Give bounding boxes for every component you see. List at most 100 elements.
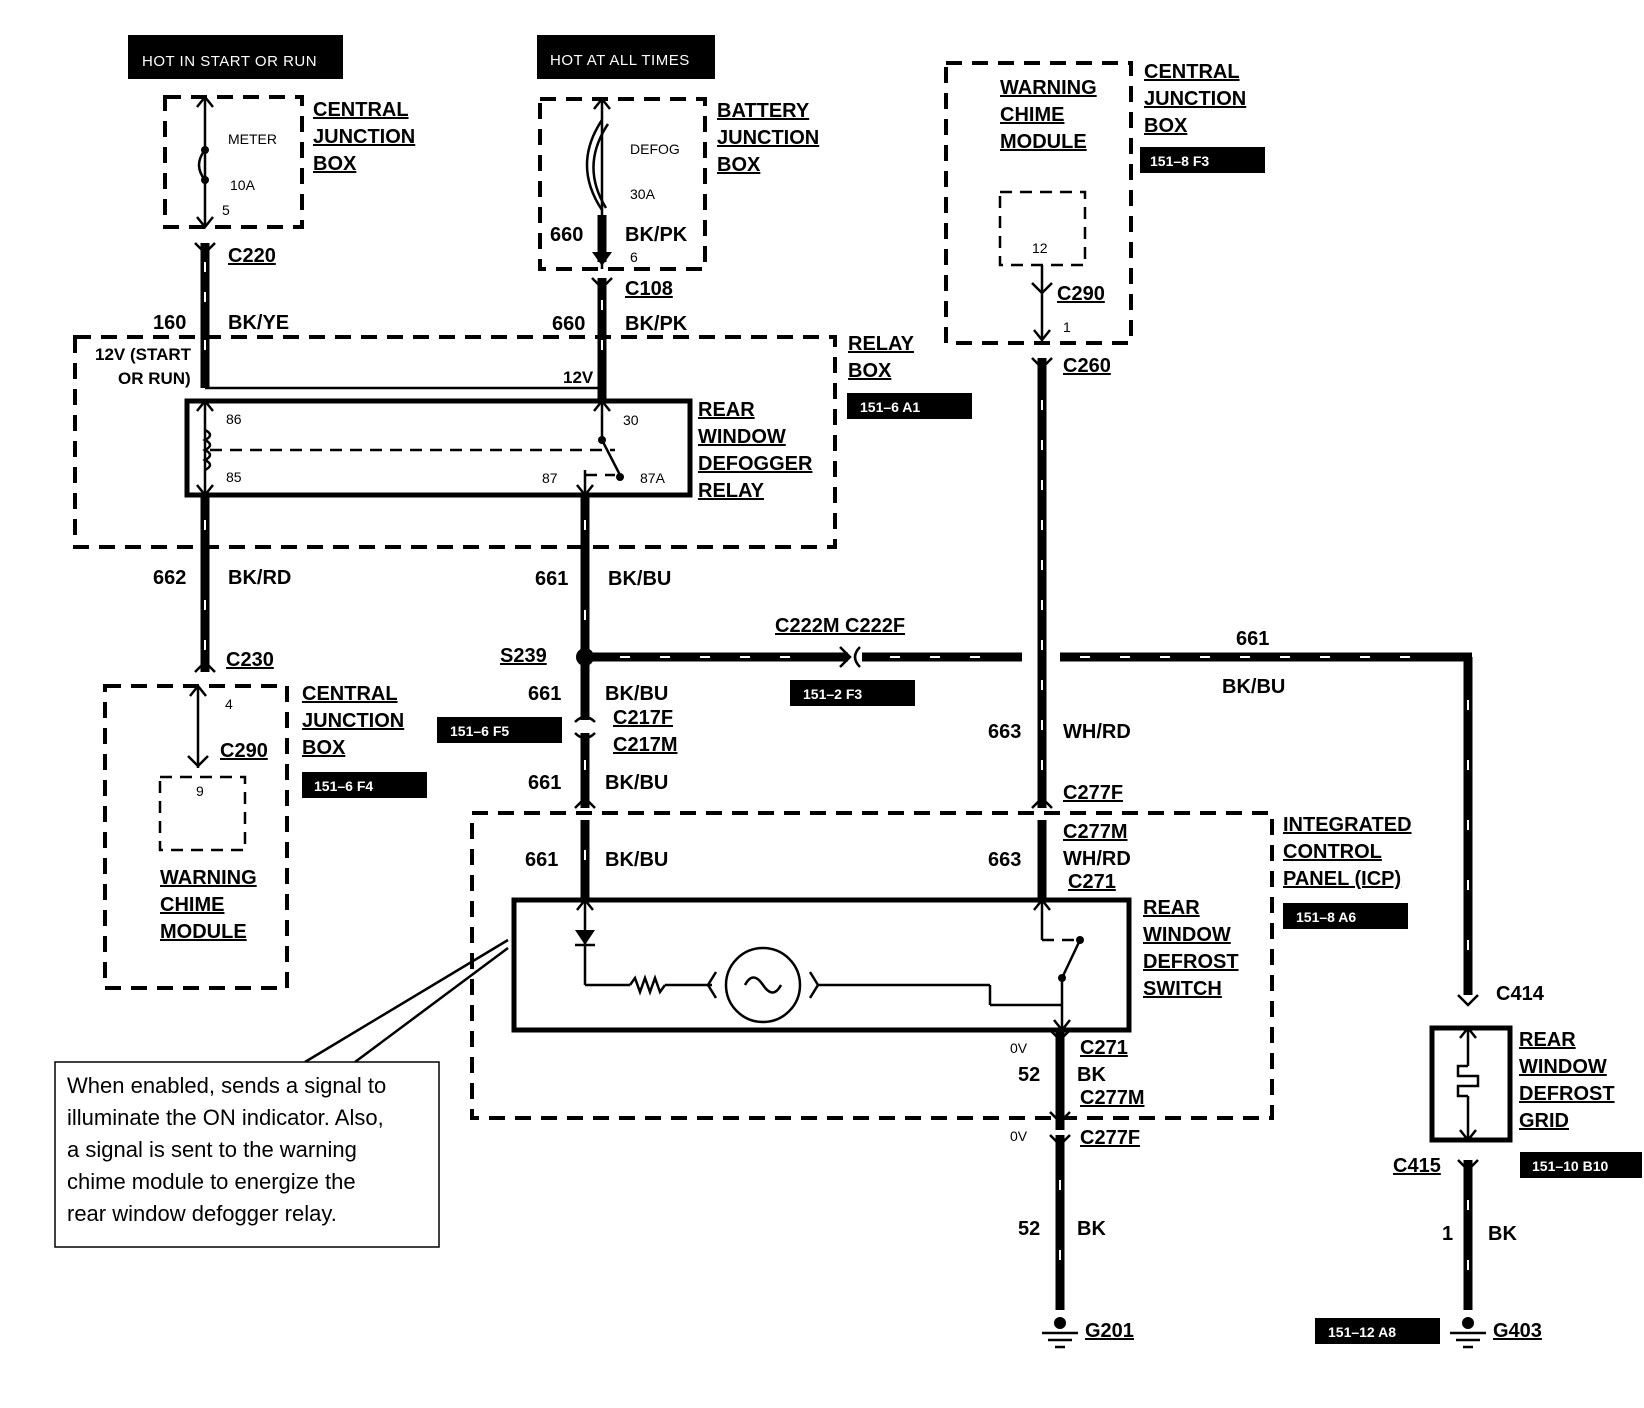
bjb-circuit: 660 (550, 224, 583, 246)
ref-grid: 151–10 B10 (1532, 1158, 1609, 1174)
defog-fuse-name: DEFOG (630, 141, 680, 157)
pin-label: 5 (222, 202, 230, 218)
note-callout: When enabled, sends a signal to illumina… (54, 938, 509, 1248)
wcm-left-ref: 151–6 F4 (314, 778, 373, 794)
note-line-2: illuminate the ON indicator. Also, (67, 1105, 384, 1130)
defrost-switch-icon (1060, 939, 1082, 979)
ref-ground: 151–12 A8 (1328, 1324, 1396, 1340)
relay-pin-85: 85 (226, 469, 242, 485)
bjb-pin: 6 (630, 249, 638, 265)
fuse-name: METER (228, 131, 277, 147)
conn-c277m-top: C277M (1063, 821, 1127, 843)
wire-661-a-label: 661 (535, 568, 568, 590)
wire-52-a-color: BK (1077, 1064, 1106, 1086)
defog-fuse-rating: 30A (630, 186, 656, 202)
wcm-left-title-2: CHIME (160, 894, 224, 916)
conn-c108: C108 (625, 278, 673, 300)
warning-chime-module-left: 4 C290 9 WARNING CHIME MODULE CENTRAL JU… (103, 683, 427, 990)
fuse-rating: 10A (230, 177, 256, 193)
wire-661-c-label: 661 (528, 772, 561, 794)
grid-title-4: GRID (1519, 1110, 1569, 1132)
conn-c217m: C217M (613, 734, 677, 756)
relay-box: 12V (START OR RUN) 12V RELAY BOX 151–6 A… (73, 333, 972, 549)
relay-pin-87: 87 (542, 470, 558, 486)
wire-661-right-color: BK/BU (1222, 676, 1285, 698)
wire-662-color: BK/RD (228, 567, 291, 589)
wire-52-b-color: BK (1077, 1218, 1106, 1240)
wire-661-d-color: BK/BU (605, 849, 668, 871)
wcm-top-connector-pin: 1 (1063, 319, 1071, 335)
conn-c222: C222M C222F (775, 615, 905, 637)
wires (194, 242, 1479, 1310)
wcm-left-title-3: MODULE (160, 921, 247, 943)
wire-160-label: 160 (153, 312, 186, 334)
relay-title-2: WINDOW (698, 426, 786, 448)
wire-661-a-color: BK/BU (608, 568, 671, 590)
header-hot-all-times-text: HOT AT ALL TIMES (550, 52, 690, 69)
grid-title-3: DEFROST (1519, 1083, 1615, 1105)
cjb-top-title-1: CENTRAL (313, 99, 409, 121)
wcm-top-connector: C290 (1057, 283, 1105, 305)
wire-52-a-label: 52 (1018, 1064, 1040, 1086)
grid-title-2: WINDOW (1519, 1056, 1607, 1078)
wcm-top-pin: 12 (1032, 240, 1048, 256)
wcm-cjb-title-2: JUNCTION (1144, 88, 1246, 110)
heating-element-icon (1456, 1064, 1480, 1098)
bjb-color: BK/PK (625, 224, 688, 246)
conn-c260: C260 (1063, 355, 1111, 377)
relay-pin-87a: 87A (640, 470, 666, 486)
wire-663-a-label: 663 (988, 721, 1021, 743)
cjb-top-title-2: JUNCTION (313, 126, 415, 148)
conn-c271-top: C271 (1068, 871, 1116, 893)
wcm-top-title-1: WARNING (1000, 77, 1097, 99)
wcm-top-title-3: MODULE (1000, 131, 1087, 153)
relay-title-4: RELAY (698, 480, 765, 502)
conn-c277f-bot: C277F (1080, 1127, 1140, 1149)
ground-g201-label: G201 (1085, 1320, 1134, 1342)
note-line-3: a signal is sent to the warning (67, 1137, 357, 1162)
wire-661-b-color: BK/BU (605, 683, 668, 705)
splice-s239-label: S239 (500, 645, 547, 667)
note-line-1: When enabled, sends a signal to (67, 1073, 386, 1098)
wire-660-color: BK/PK (625, 313, 688, 335)
bjb-title-1: BATTERY (717, 100, 810, 122)
relay-pin-30: 30 (623, 412, 639, 428)
relay-box-ref-tag: 151–6 A1 (860, 399, 920, 415)
conn-c415: C415 (1393, 1155, 1441, 1177)
icp-title-1: INTEGRATED (1283, 814, 1412, 836)
rear-window-defrost-grid: REAR WINDOW DEFROST GRID (1429, 1025, 1615, 1143)
relay-box-title-1: RELAY (848, 333, 915, 355)
conn-c217f: C217F (613, 707, 673, 729)
relay-box-title-2: BOX (848, 360, 892, 382)
wire-663-a-color: WH/RD (1063, 721, 1131, 743)
wire-661-c-color: BK/BU (605, 772, 668, 794)
indicator-lamp-icon (724, 946, 802, 1024)
ground-g201: G201 (1042, 1317, 1134, 1349)
icp-title-2: CONTROL (1283, 841, 1382, 863)
relay-12v-right: 12V (563, 368, 594, 387)
wire-660-label: 660 (552, 313, 585, 335)
switch-title-4: SWITCH (1143, 978, 1222, 1000)
relay-12v-left-1: 12V (START (95, 345, 192, 364)
fusible-link-icon (585, 119, 604, 211)
ov-a: 0V (1010, 1040, 1028, 1056)
conn-c277f-top: C277F (1063, 782, 1123, 804)
relay-switch-icon (600, 439, 622, 476)
wcm-left-pin-9: 9 (196, 783, 204, 799)
switch-title-2: WINDOW (1143, 924, 1231, 946)
wire-661-b-label: 661 (528, 683, 561, 705)
wire-663-b-color: WH/RD (1063, 848, 1131, 870)
ref-icp: 151–8 A6 (1296, 909, 1356, 925)
wire-160-color: BK/YE (228, 312, 289, 334)
cjb-top-title-3: BOX (313, 153, 357, 175)
central-junction-box-top: METER 10A 5 CENTRAL JUNCTION BOX (163, 94, 415, 230)
switch-title-3: DEFROST (1143, 951, 1239, 973)
relay-title-1: REAR (698, 399, 755, 421)
ref-c217: 151–6 F5 (450, 723, 509, 739)
wire-662-label: 662 (153, 567, 186, 589)
ground-g403: G403 (1450, 1317, 1542, 1349)
wcm-left-cjb-3: BOX (302, 737, 346, 759)
note-line-4: chime module to energize the (67, 1169, 356, 1194)
wire-52-b-label: 52 (1018, 1218, 1040, 1240)
